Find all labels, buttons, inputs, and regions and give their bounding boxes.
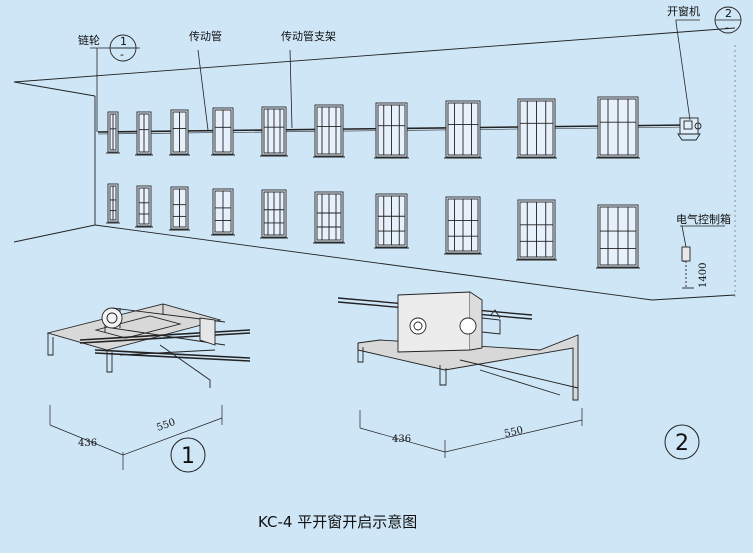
wall-top-edge <box>13 27 736 83</box>
label-drive-tube: 传动管 <box>189 29 222 43</box>
dim-1-short: 436 <box>78 438 97 449</box>
window <box>374 102 409 159</box>
window <box>444 196 482 255</box>
detail-2-mark: 2 <box>664 424 700 460</box>
dim-box-height: 1400 <box>698 263 709 288</box>
window <box>516 98 557 159</box>
wall-bottom-edge <box>13 224 96 243</box>
window <box>444 100 482 159</box>
svg-text:1: 1 <box>181 444 195 469</box>
control-box <box>681 246 694 289</box>
window <box>313 191 345 244</box>
svg-text:-: - <box>725 21 729 34</box>
window <box>260 189 288 239</box>
window <box>596 96 640 159</box>
label-control-box: 电气控制箱 <box>676 212 731 226</box>
label-window-opener: 开窗机 <box>667 4 700 18</box>
diagram-caption: KC-4 平开窗开启示意图 <box>258 513 417 531</box>
wall-base-right <box>651 294 736 301</box>
svg-text:-: - <box>120 48 124 61</box>
label-tube-bracket: 传动管支架 <box>281 29 336 43</box>
wall-left-edge <box>13 81 96 97</box>
upper-window-row <box>106 96 640 159</box>
window <box>596 204 640 269</box>
window <box>260 106 288 157</box>
dim-1-long: 550 <box>155 417 177 434</box>
window <box>106 111 120 154</box>
detail-ref-2: 2 - <box>714 6 742 34</box>
window <box>211 188 235 236</box>
svg-text:1: 1 <box>120 35 127 48</box>
svg-text:2: 2 <box>725 7 732 20</box>
dim-2-short: 436 <box>392 434 411 445</box>
lower-window-row <box>106 183 640 269</box>
window <box>374 193 409 249</box>
detail-1-mark: 1 <box>170 437 206 473</box>
detail-1-bracket <box>46 303 251 470</box>
window <box>313 104 345 158</box>
wall-ground-line <box>94 224 653 301</box>
detail-ref-1: 1 - <box>109 34 137 62</box>
window <box>169 186 190 231</box>
window <box>135 111 153 156</box>
window <box>516 199 557 261</box>
detail-2-bracket <box>337 291 583 458</box>
window-opener-unit <box>677 117 702 141</box>
label-chain-wheel: 链轮 <box>78 33 100 47</box>
facade-drawing <box>13 27 736 301</box>
window <box>169 109 190 156</box>
dim-2-long: 550 <box>503 425 524 440</box>
window <box>135 185 153 228</box>
window <box>106 183 120 224</box>
window <box>211 107 235 156</box>
svg-text:2: 2 <box>675 431 689 456</box>
